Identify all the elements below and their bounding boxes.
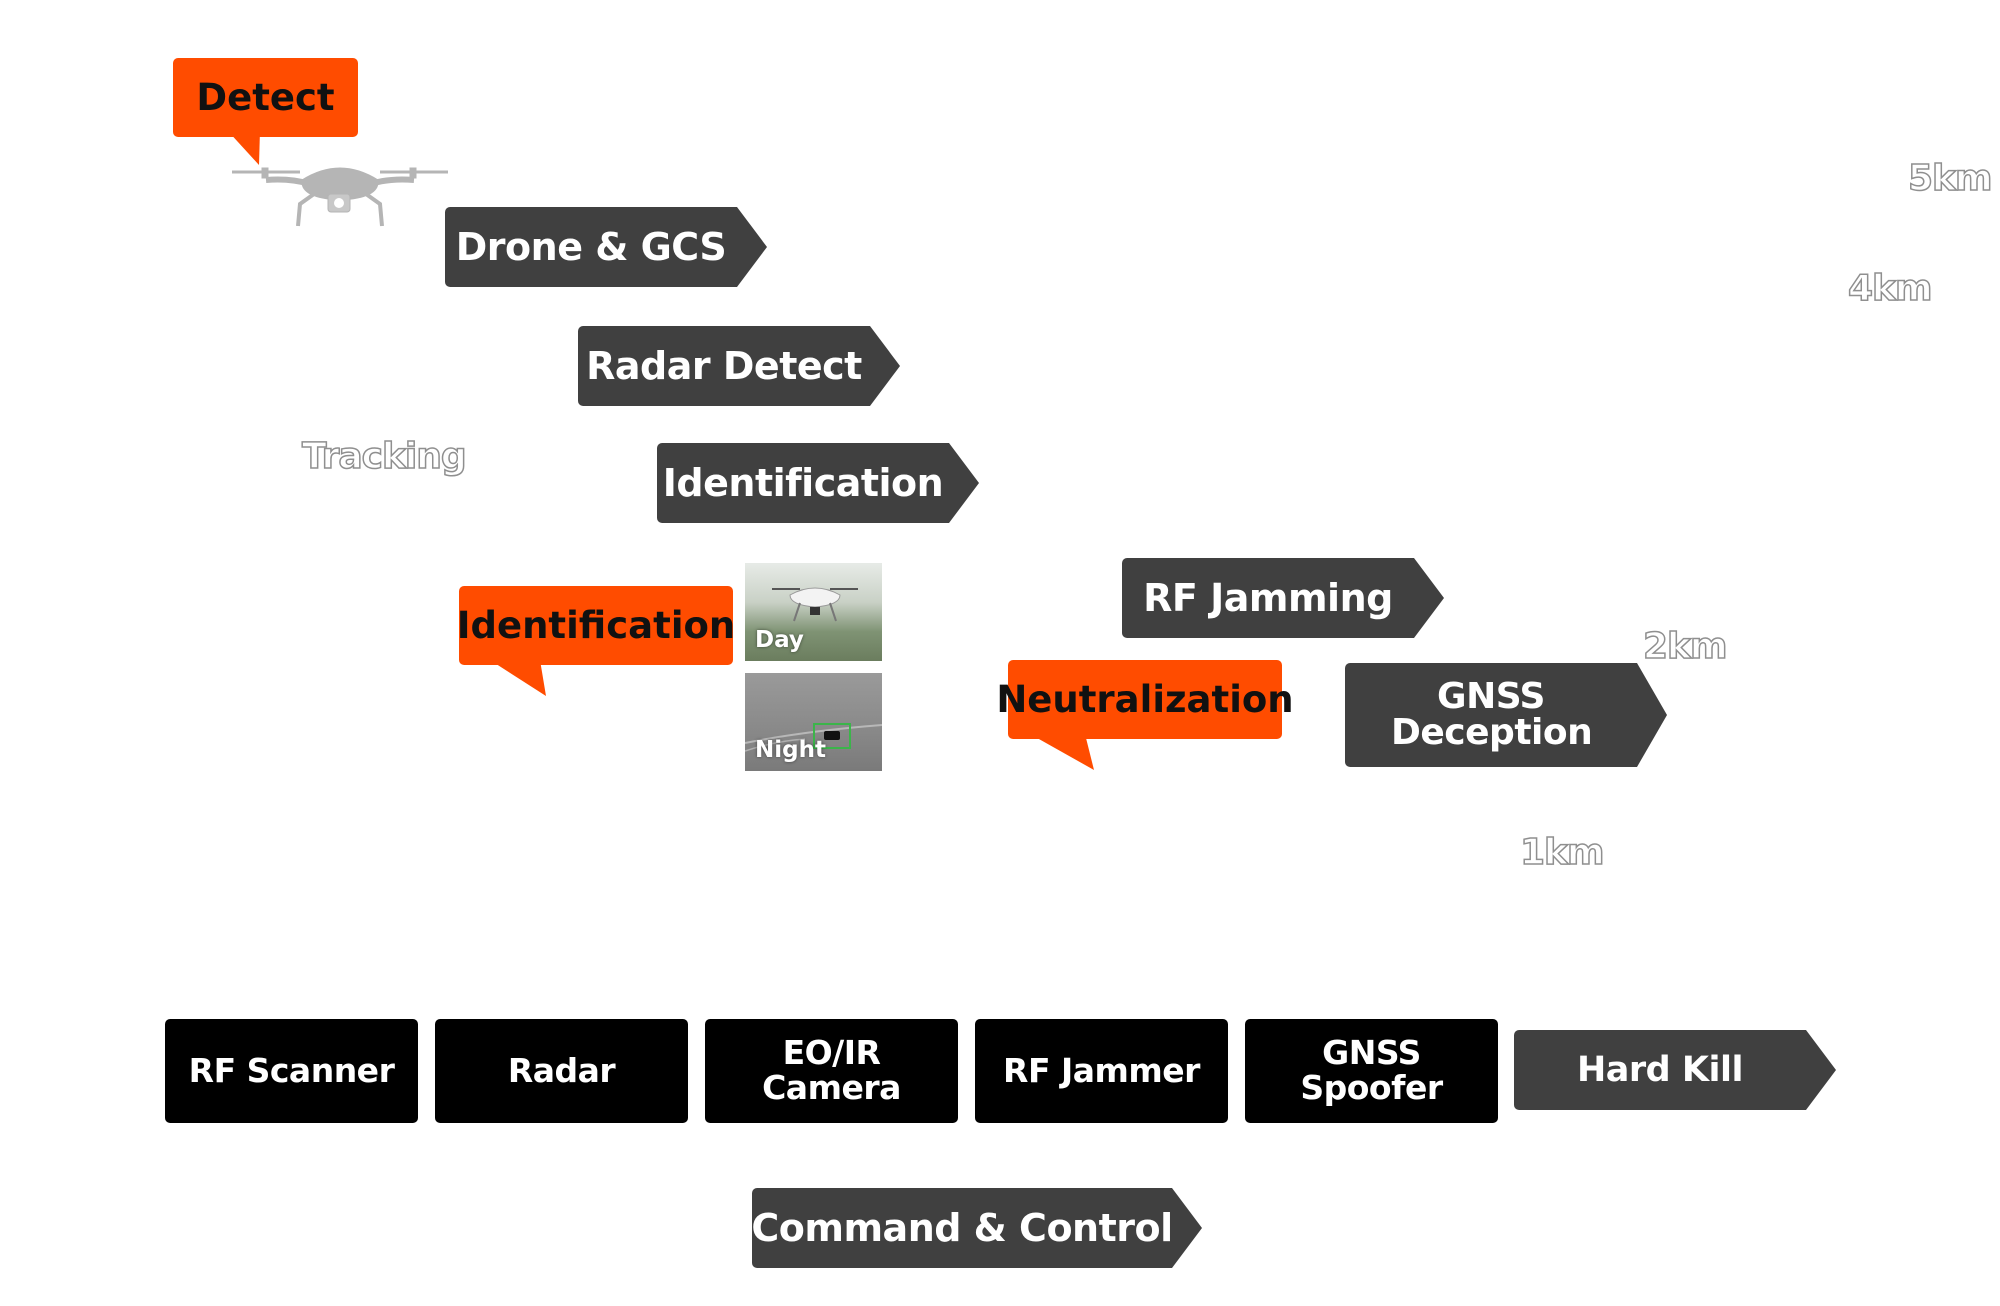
device-rf-scanner-label: RF Scanner xyxy=(188,1050,395,1090)
drone-day-icon xyxy=(772,587,858,622)
night-road-lines xyxy=(745,724,882,752)
device-radar: Radar xyxy=(435,1019,688,1123)
device-radar-label: Radar xyxy=(507,1050,616,1090)
day-thumbnail: Day xyxy=(745,563,882,661)
device-gnss-spoofer-label: GNSS Spoofer xyxy=(1300,1033,1443,1107)
command-control-label: Command & Control xyxy=(751,1206,1173,1250)
neutralization-callout: Neutralization xyxy=(996,660,1294,739)
stage-rf-jamming-label: RF Jamming xyxy=(1143,576,1393,620)
drone-icon xyxy=(232,167,448,227)
stage-gnss-deception: GNSS Deception xyxy=(1345,663,1667,767)
stage-radar-detect: Radar Detect xyxy=(578,326,900,406)
detect-callout-tail xyxy=(227,130,260,165)
device-gnss-spoofer: GNSS Spoofer xyxy=(1245,1019,1498,1123)
neutralization-callout-label: Neutralization xyxy=(996,678,1294,721)
device-hard-kill: Hard Kill xyxy=(1514,1030,1836,1110)
night-thumbnail-label: Night xyxy=(755,737,826,763)
command-control-arrow: Command & Control xyxy=(752,1188,1202,1268)
detect-callout-label: Detect xyxy=(196,76,335,119)
stage-identification: Identification xyxy=(657,443,979,523)
stage-gnss-deception-label: GNSS Deception xyxy=(1391,676,1593,753)
device-hard-kill-label: Hard Kill xyxy=(1576,1049,1744,1090)
day-thumbnail-label: Day xyxy=(755,627,804,653)
stage-drone-gcs-label: Drone & GCS xyxy=(455,225,727,269)
night-target-box xyxy=(813,723,851,749)
identification-callout-tail xyxy=(490,660,546,696)
device-rf-jammer: RF Jammer xyxy=(975,1019,1228,1123)
distance-label-5km: 5km xyxy=(1907,157,1993,200)
device-rf-jammer-label: RF Jammer xyxy=(1003,1050,1200,1090)
identification-callout-label: Identification xyxy=(456,604,736,647)
distance-label-4km: 4km xyxy=(1847,267,1933,310)
detect-callout: Detect xyxy=(173,58,358,137)
neutralization-callout-tail xyxy=(1030,734,1094,770)
stage-drone-gcs: Drone & GCS xyxy=(445,207,767,287)
distance-label-1km: 1km xyxy=(1519,831,1605,874)
device-eo-ir-camera-label: EO/IR Camera xyxy=(762,1033,901,1107)
distance-label-2km: 2km xyxy=(1642,625,1728,668)
device-rf-scanner: RF Scanner xyxy=(165,1019,418,1123)
device-eo-ir-camera: EO/IR Camera xyxy=(705,1019,958,1123)
stage-rf-jamming: RF Jamming xyxy=(1122,558,1444,638)
identification-callout: Identification xyxy=(456,586,736,665)
stage-radar-detect-label: Radar Detect xyxy=(586,344,862,388)
stage-identification-label: Identification xyxy=(662,461,944,505)
night-thumbnail: Night xyxy=(745,673,882,771)
tracking-label: Tracking xyxy=(301,435,467,478)
